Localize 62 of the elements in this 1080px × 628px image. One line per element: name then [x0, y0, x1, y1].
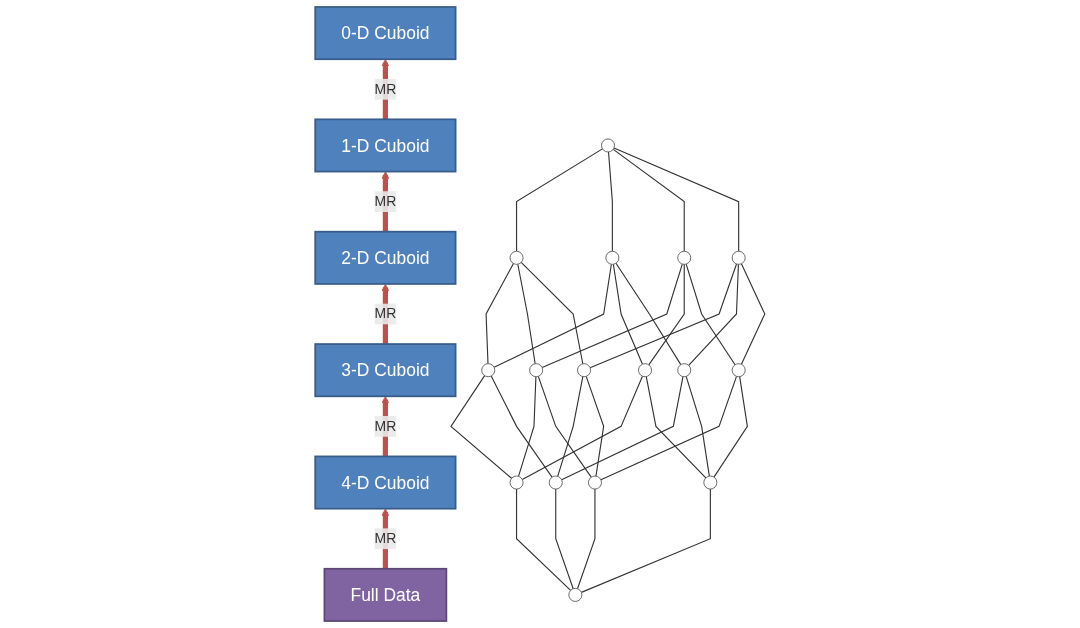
node-circle	[731, 250, 746, 265]
connector	[576, 488, 596, 590]
edge-label: MR	[374, 418, 397, 434]
connector	[517, 263, 536, 365]
connector	[490, 375, 553, 478]
connector	[713, 376, 748, 478]
arrow	[381, 395, 390, 457]
connector	[740, 263, 766, 365]
node-box: 4-D Cuboid	[314, 455, 457, 510]
node-box: 0-D Cuboid	[314, 6, 457, 61]
connector	[607, 151, 613, 252]
edge-label: MR	[374, 306, 397, 321]
node-circle	[509, 250, 524, 265]
connector	[450, 375, 513, 479]
arrow	[381, 283, 390, 345]
connector	[517, 376, 537, 477]
node-box: Full Data	[323, 567, 448, 622]
connector	[555, 488, 574, 590]
node-circle	[677, 250, 692, 265]
edge-label: MR	[374, 193, 397, 209]
node-box: 2-D Cuboid	[314, 230, 457, 285]
connector	[493, 263, 612, 368]
connector	[612, 263, 644, 365]
connector	[516, 148, 603, 252]
node-circle	[481, 363, 496, 378]
connector	[648, 263, 685, 366]
node-circle	[577, 363, 592, 378]
connector	[585, 375, 605, 477]
connector	[589, 263, 738, 369]
edge-label: MR	[374, 81, 397, 97]
node-circle	[548, 475, 563, 490]
node-circle	[588, 475, 602, 490]
connector	[541, 263, 683, 369]
edge-label: MR	[374, 530, 397, 546]
node-circle	[605, 250, 620, 265]
connector	[613, 147, 740, 252]
connector	[561, 376, 684, 481]
connector	[580, 488, 711, 593]
node-circle	[529, 363, 544, 378]
arrow	[381, 508, 390, 569]
arrow	[381, 58, 390, 120]
node-circle	[703, 475, 718, 490]
connector	[516, 488, 572, 591]
connector	[615, 262, 682, 366]
connector	[645, 376, 707, 479]
connector	[520, 261, 584, 365]
node-circle	[731, 363, 746, 378]
node-circle	[677, 363, 692, 378]
node-circle	[568, 587, 583, 602]
connector	[521, 375, 644, 480]
node-box: 1-D Cuboid	[314, 118, 457, 173]
connector	[485, 263, 514, 365]
node-circle	[509, 475, 524, 490]
node-box: 3-D Cuboid	[314, 343, 457, 398]
connector	[537, 375, 592, 478]
connector	[557, 376, 584, 477]
connector	[600, 375, 738, 481]
connector	[685, 375, 710, 477]
arrow	[381, 171, 390, 232]
node-circle	[601, 138, 615, 153]
node-circle	[638, 363, 652, 378]
connector	[612, 148, 685, 252]
